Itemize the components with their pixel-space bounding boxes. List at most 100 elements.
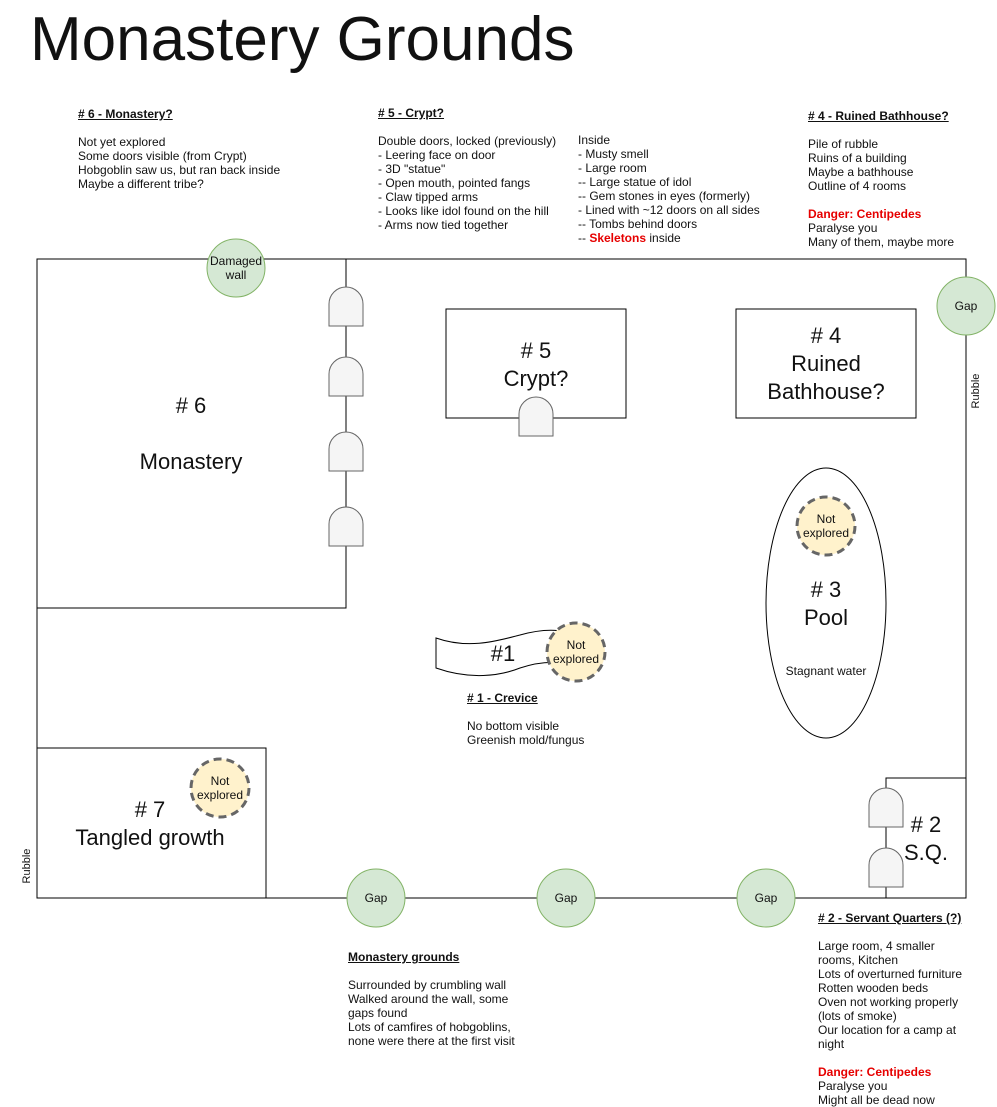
note-line: Paralyse you bbox=[808, 221, 878, 235]
danger-word: Skeletons bbox=[589, 231, 647, 245]
note-line: none were there at the first visit bbox=[348, 1034, 515, 1048]
note-line: - Claw tipped arms bbox=[378, 190, 479, 204]
note-line: Lots of overturned furniture bbox=[818, 967, 963, 981]
note-line: - Large room bbox=[578, 161, 647, 175]
note-line: Maybe a bathhouse bbox=[808, 165, 914, 179]
note-heading: # 2 - Servant Quarters (?) bbox=[818, 911, 962, 925]
note-line: Many of them, maybe more bbox=[808, 235, 955, 249]
not-explored-label: Not explored bbox=[791, 512, 861, 540]
room-7-name: Tangled growth bbox=[75, 825, 225, 850]
door-icon[interactable] bbox=[518, 396, 554, 437]
room-bathhouse[interactable] bbox=[735, 308, 917, 419]
room-6-name: Monastery bbox=[139, 449, 243, 474]
note-line: Pile of rubble bbox=[808, 137, 879, 151]
note-line: - Leering face on door bbox=[378, 148, 496, 162]
gap-label: Gap bbox=[554, 891, 578, 905]
gap-marker-south-1[interactable] bbox=[346, 868, 406, 928]
unexplored-marker-crevice[interactable] bbox=[545, 621, 607, 683]
room-4-name: Ruined bbox=[791, 351, 861, 376]
door-icon[interactable] bbox=[328, 506, 364, 547]
note-line: Inside bbox=[578, 133, 611, 147]
room-5-name: Crypt? bbox=[503, 366, 569, 391]
danger-label: Danger: Centipedes bbox=[808, 207, 922, 221]
room-4-number: # 4 bbox=[810, 323, 842, 348]
note-heading: Monastery grounds bbox=[348, 950, 460, 964]
note-prefix: -- bbox=[578, 231, 590, 245]
unexplored-marker-pool[interactable] bbox=[795, 495, 857, 557]
note-grounds: Monastery grounds Surrounded by crumblin… bbox=[348, 950, 515, 1048]
room-3-description: Stagnant water bbox=[785, 664, 867, 678]
note-line: gaps found bbox=[348, 1006, 408, 1020]
note-line: -- Gem stones in eyes (formerly) bbox=[578, 189, 751, 203]
note-line: rooms, Kitchen bbox=[818, 953, 899, 967]
note-line: Oven not working properly bbox=[818, 995, 959, 1009]
note-line: - 3D "statue" bbox=[378, 162, 446, 176]
room-tangled-growth[interactable] bbox=[36, 747, 267, 899]
room-6-number: # 6 bbox=[175, 393, 207, 418]
not-explored-line: explored bbox=[552, 652, 600, 666]
room-monastery[interactable] bbox=[36, 258, 347, 609]
door-icon[interactable] bbox=[328, 431, 364, 472]
note-line: Walked around the wall, some bbox=[348, 992, 509, 1006]
room-4-name-line2: Bathhouse? bbox=[767, 379, 885, 404]
note-servant-quarters: # 2 - Servant Quarters (?) Large room, 4… bbox=[818, 911, 962, 1107]
note-line: - Lined with ~12 doors on all sides bbox=[578, 203, 760, 217]
gap-label: Gap bbox=[954, 299, 978, 313]
note-crypt: # 5 - Crypt? Double doors, locked (previ… bbox=[378, 106, 556, 232]
note-line: Maybe a different tribe? bbox=[78, 177, 204, 191]
damaged-wall-marker[interactable] bbox=[206, 238, 266, 298]
room-2-number: # 2 bbox=[910, 812, 942, 837]
door-icon[interactable] bbox=[868, 847, 904, 888]
not-explored-line: Not bbox=[210, 774, 230, 788]
note-line: Large room, 4 smaller bbox=[818, 939, 935, 953]
note-line: - Looks like idol found on the hill bbox=[378, 204, 549, 218]
room-3-number: # 3 bbox=[810, 577, 842, 602]
room-3-name: Pool bbox=[803, 605, 849, 630]
not-explored-line: explored bbox=[802, 526, 850, 540]
note-crypt-inside: Inside - Musty smell - Large room -- Lar… bbox=[578, 133, 760, 245]
note-bathhouse: # 4 - Ruined Bathhouse? Pile of rubble R… bbox=[808, 109, 954, 249]
damaged-wall-label: Damaged wall bbox=[201, 254, 271, 282]
door-icon[interactable] bbox=[328, 286, 364, 327]
gap-marker-south-2[interactable] bbox=[536, 868, 596, 928]
note-crevice: # 1 - Crevice No bottom visible Greenish… bbox=[467, 691, 584, 747]
note-line: Some doors visible (from Crypt) bbox=[78, 149, 247, 163]
note-line: Outline of 4 rooms bbox=[808, 179, 907, 193]
gap-marker-east[interactable] bbox=[936, 276, 996, 336]
rubble-label-east: Rubble bbox=[970, 373, 982, 409]
note-heading: # 4 - Ruined Bathhouse? bbox=[808, 109, 949, 123]
not-explored-line: Not bbox=[816, 512, 836, 526]
note-line: Surrounded by crumbling wall bbox=[348, 978, 507, 992]
pool-ellipse[interactable] bbox=[765, 467, 887, 739]
note-line: Our location for a camp at bbox=[818, 1023, 957, 1037]
gap-label: Gap bbox=[364, 891, 388, 905]
note-line: Not yet explored bbox=[78, 135, 166, 149]
note-line: No bottom visible bbox=[467, 719, 560, 733]
note-line-skeletons: -- Skeletons inside bbox=[578, 231, 760, 245]
damaged-wall-line: Damaged bbox=[209, 254, 263, 268]
note-monastery: # 6 - Monastery? Not yet explored Some d… bbox=[78, 107, 280, 191]
note-heading: # 6 - Monastery? bbox=[78, 107, 173, 121]
note-line: Rotten wooden beds bbox=[818, 981, 929, 995]
door-icon[interactable] bbox=[328, 356, 364, 397]
gap-marker-south-3[interactable] bbox=[736, 868, 796, 928]
damaged-wall-line: wall bbox=[225, 268, 247, 282]
note-suffix: inside bbox=[646, 231, 681, 245]
rubble-label-west: Rubble bbox=[21, 848, 33, 884]
page-title: Monastery Grounds bbox=[30, 5, 575, 74]
not-explored-line: Not bbox=[566, 638, 586, 652]
note-line: -- Tombs behind doors bbox=[578, 217, 698, 231]
note-line: -- Large statue of idol bbox=[578, 175, 692, 189]
note-line: night bbox=[818, 1037, 845, 1051]
note-line: (lots of smoke) bbox=[818, 1009, 897, 1023]
note-line: Hobgoblin saw us, but ran back inside bbox=[78, 163, 281, 177]
unexplored-marker-growth[interactable] bbox=[189, 757, 251, 819]
note-line: Paralyse you bbox=[818, 1079, 888, 1093]
note-heading: # 1 - Crevice bbox=[467, 691, 538, 705]
not-explored-label: Not explored bbox=[541, 638, 611, 666]
gap-label: Gap bbox=[754, 891, 778, 905]
room-servant-quarters[interactable] bbox=[885, 777, 967, 899]
room-7-number: # 7 bbox=[134, 797, 166, 822]
door-icon[interactable] bbox=[868, 787, 904, 828]
